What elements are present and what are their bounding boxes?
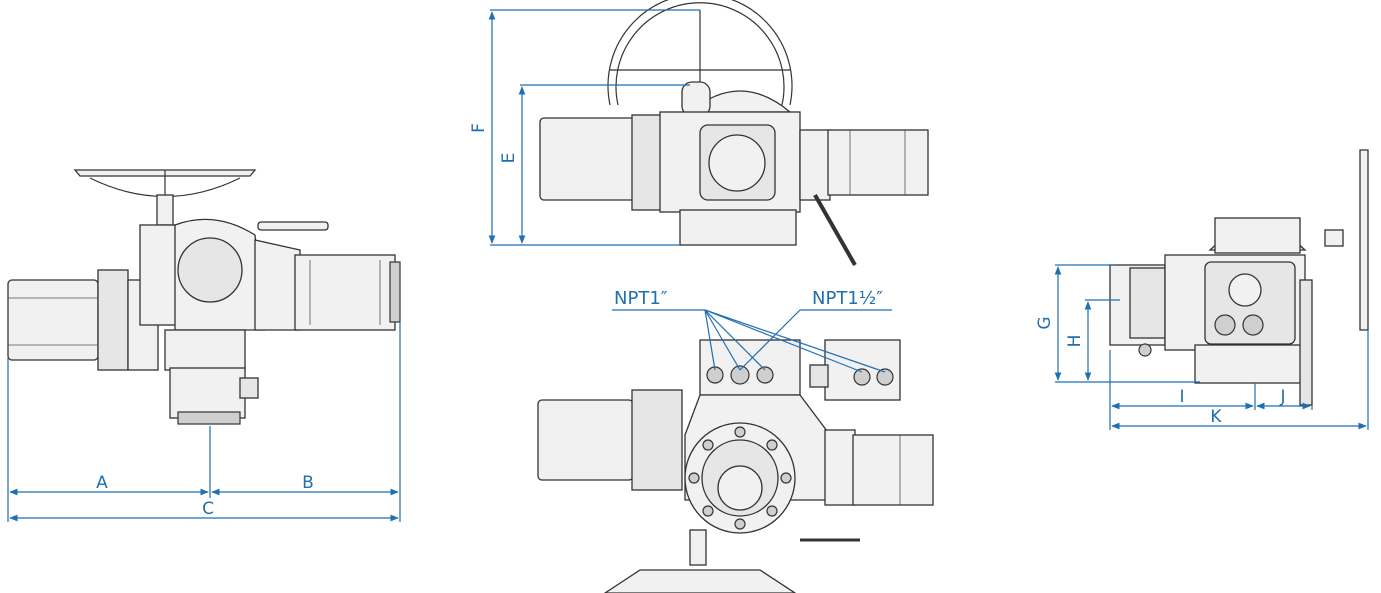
dimension-c-label: C xyxy=(202,499,214,519)
side-view xyxy=(1109,149,1369,406)
dimension-a-label: A xyxy=(96,473,108,493)
front-view xyxy=(7,169,401,425)
side-view-dimensions: G H I J K xyxy=(1035,264,1369,430)
dimension-h-label: H xyxy=(1065,335,1085,348)
bottom-view-callouts: NPT1″ NPT1½″ xyxy=(612,288,892,373)
conduit-ports xyxy=(706,365,894,386)
dimension-j-label: J xyxy=(1279,387,1285,407)
npt1-label: NPT1″ xyxy=(614,288,668,309)
dimension-f-label: F xyxy=(469,123,489,133)
dimension-k-label: K xyxy=(1210,407,1222,427)
dimension-b-label: B xyxy=(302,473,314,493)
dimension-i-label: I xyxy=(1179,387,1184,407)
front-view-dimensions: A B C xyxy=(7,322,401,522)
dimension-g-label: G xyxy=(1035,316,1055,329)
flange-bolts xyxy=(688,426,792,530)
dimension-e-label: E xyxy=(499,153,519,164)
bottom-view xyxy=(537,339,934,593)
top-view-dimensions: F E xyxy=(469,9,700,246)
top-view xyxy=(539,0,929,266)
npt1-half-label: NPT1½″ xyxy=(812,288,883,309)
